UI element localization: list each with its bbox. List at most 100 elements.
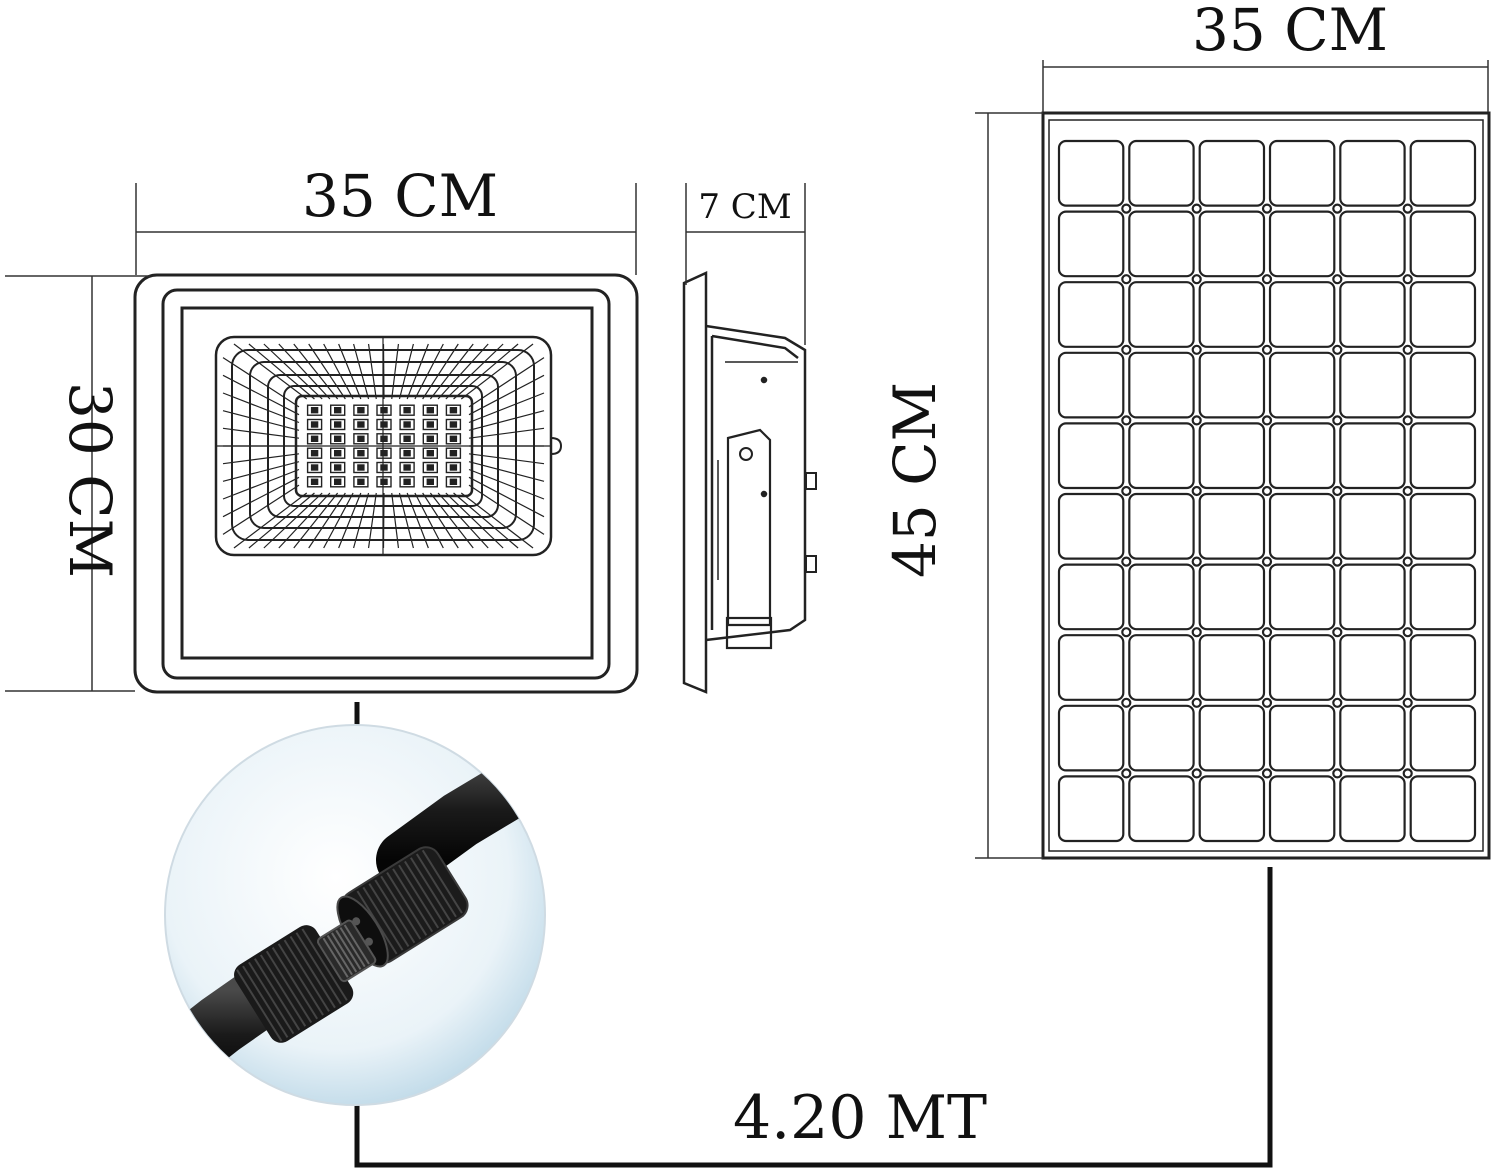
cell-junction [1121,556,1132,567]
solar-cell [1339,775,1406,843]
heatsink-fin [222,357,300,408]
cell-junction [1121,627,1132,638]
heatsink-fin [382,343,385,400]
led-chip [422,476,438,488]
solar-cell [1409,634,1477,701]
led-chip [306,418,323,431]
heatsink-fin [353,343,370,400]
heatsink-fin [248,492,315,549]
cell-junction [1402,768,1413,779]
cell-junction [1191,274,1202,285]
led-chip [306,447,323,459]
grip-ridge [301,928,348,1001]
cell-junction [1191,697,1202,708]
solar-cell [1128,492,1195,560]
led-chip [353,461,369,474]
solar-cell [1057,210,1125,278]
led-chip [445,404,462,416]
heatsink-fin [233,343,308,400]
cell-junction [1121,485,1132,497]
heatsink-fin [414,343,444,400]
solar-cell [1339,422,1406,490]
cell-junction [1402,344,1413,355]
cell-junction [1121,344,1132,355]
led-dot [310,421,319,428]
heatsink-fin [367,343,377,400]
heatsink-fin [293,492,339,549]
led-chip [353,404,369,416]
led-dot [357,450,365,457]
solar-cell [1128,775,1195,843]
cell-junction [1332,768,1343,779]
heatsink-fin [429,492,474,549]
flood-height-label: 30 CM [56,382,124,578]
led-dot [310,435,319,442]
heatsink-fin [468,476,545,518]
led-chip [353,433,369,445]
cell-junction [1191,556,1202,567]
solar-cell [1128,422,1195,490]
grip-ridge [404,860,445,925]
led-dot [449,478,458,485]
heatsink-fin [233,492,308,549]
led-chip [376,447,392,459]
led-dot [334,450,342,457]
cell-junction [1261,556,1273,567]
solar-cell [1057,281,1125,348]
heatsink-fin [323,492,354,549]
heatsink-fin [468,410,545,431]
solar-cell [1268,775,1336,843]
grip-ridge [248,961,295,1035]
solar-cell [1409,210,1477,278]
cell-junction [1402,485,1413,497]
led-dot [403,435,411,442]
solar-cell [1128,704,1195,772]
flood-width-label: 35 CM [302,162,498,230]
solar-cell [1057,351,1125,419]
led-dot [403,450,411,457]
heatsink-fin [222,476,300,518]
led-dot [357,478,365,485]
grip-ridge [277,943,324,1016]
heatsink-fin [398,492,414,549]
led-chip [399,433,415,445]
led-dot [449,407,458,414]
solar-cell [1268,492,1336,560]
heatsink-fin [222,427,300,439]
solar-cell [1268,634,1336,701]
heatsink-fin [468,374,545,416]
solar-cell [1409,281,1477,348]
cell-junction [1191,415,1202,426]
solar-cell [1198,704,1266,772]
heatsink-fin [222,392,300,424]
led-dot [380,478,388,485]
heatsink-fin [398,343,414,400]
heatsink-fin [468,357,545,408]
led-dot [426,478,434,485]
led-chip [330,418,346,431]
heatsink-fin [308,343,346,400]
led-dot [334,464,342,471]
led-dot [380,464,388,471]
heatsink-fin [468,468,545,500]
cell-junction [1121,415,1132,426]
grip-ridge [289,935,336,1009]
led-chip [445,447,462,459]
cell-junction [1332,274,1343,285]
cell-junction [1121,274,1132,285]
led-chip [399,447,415,459]
heatsink-fin [222,410,300,431]
led-chip [422,404,438,416]
solar-cell [1339,563,1406,631]
heatsink-fin [308,492,346,549]
led-chip [376,461,392,474]
cell-junction [1332,697,1343,708]
heatsink-fin [222,484,300,535]
cell-junction [1191,485,1202,497]
flood-width-dimension [135,183,637,275]
heatsink-fin [338,343,362,400]
grip-ridge [295,932,342,1005]
led-dot [380,450,388,457]
heatsink-fin [437,343,489,400]
led-dot [426,464,434,471]
